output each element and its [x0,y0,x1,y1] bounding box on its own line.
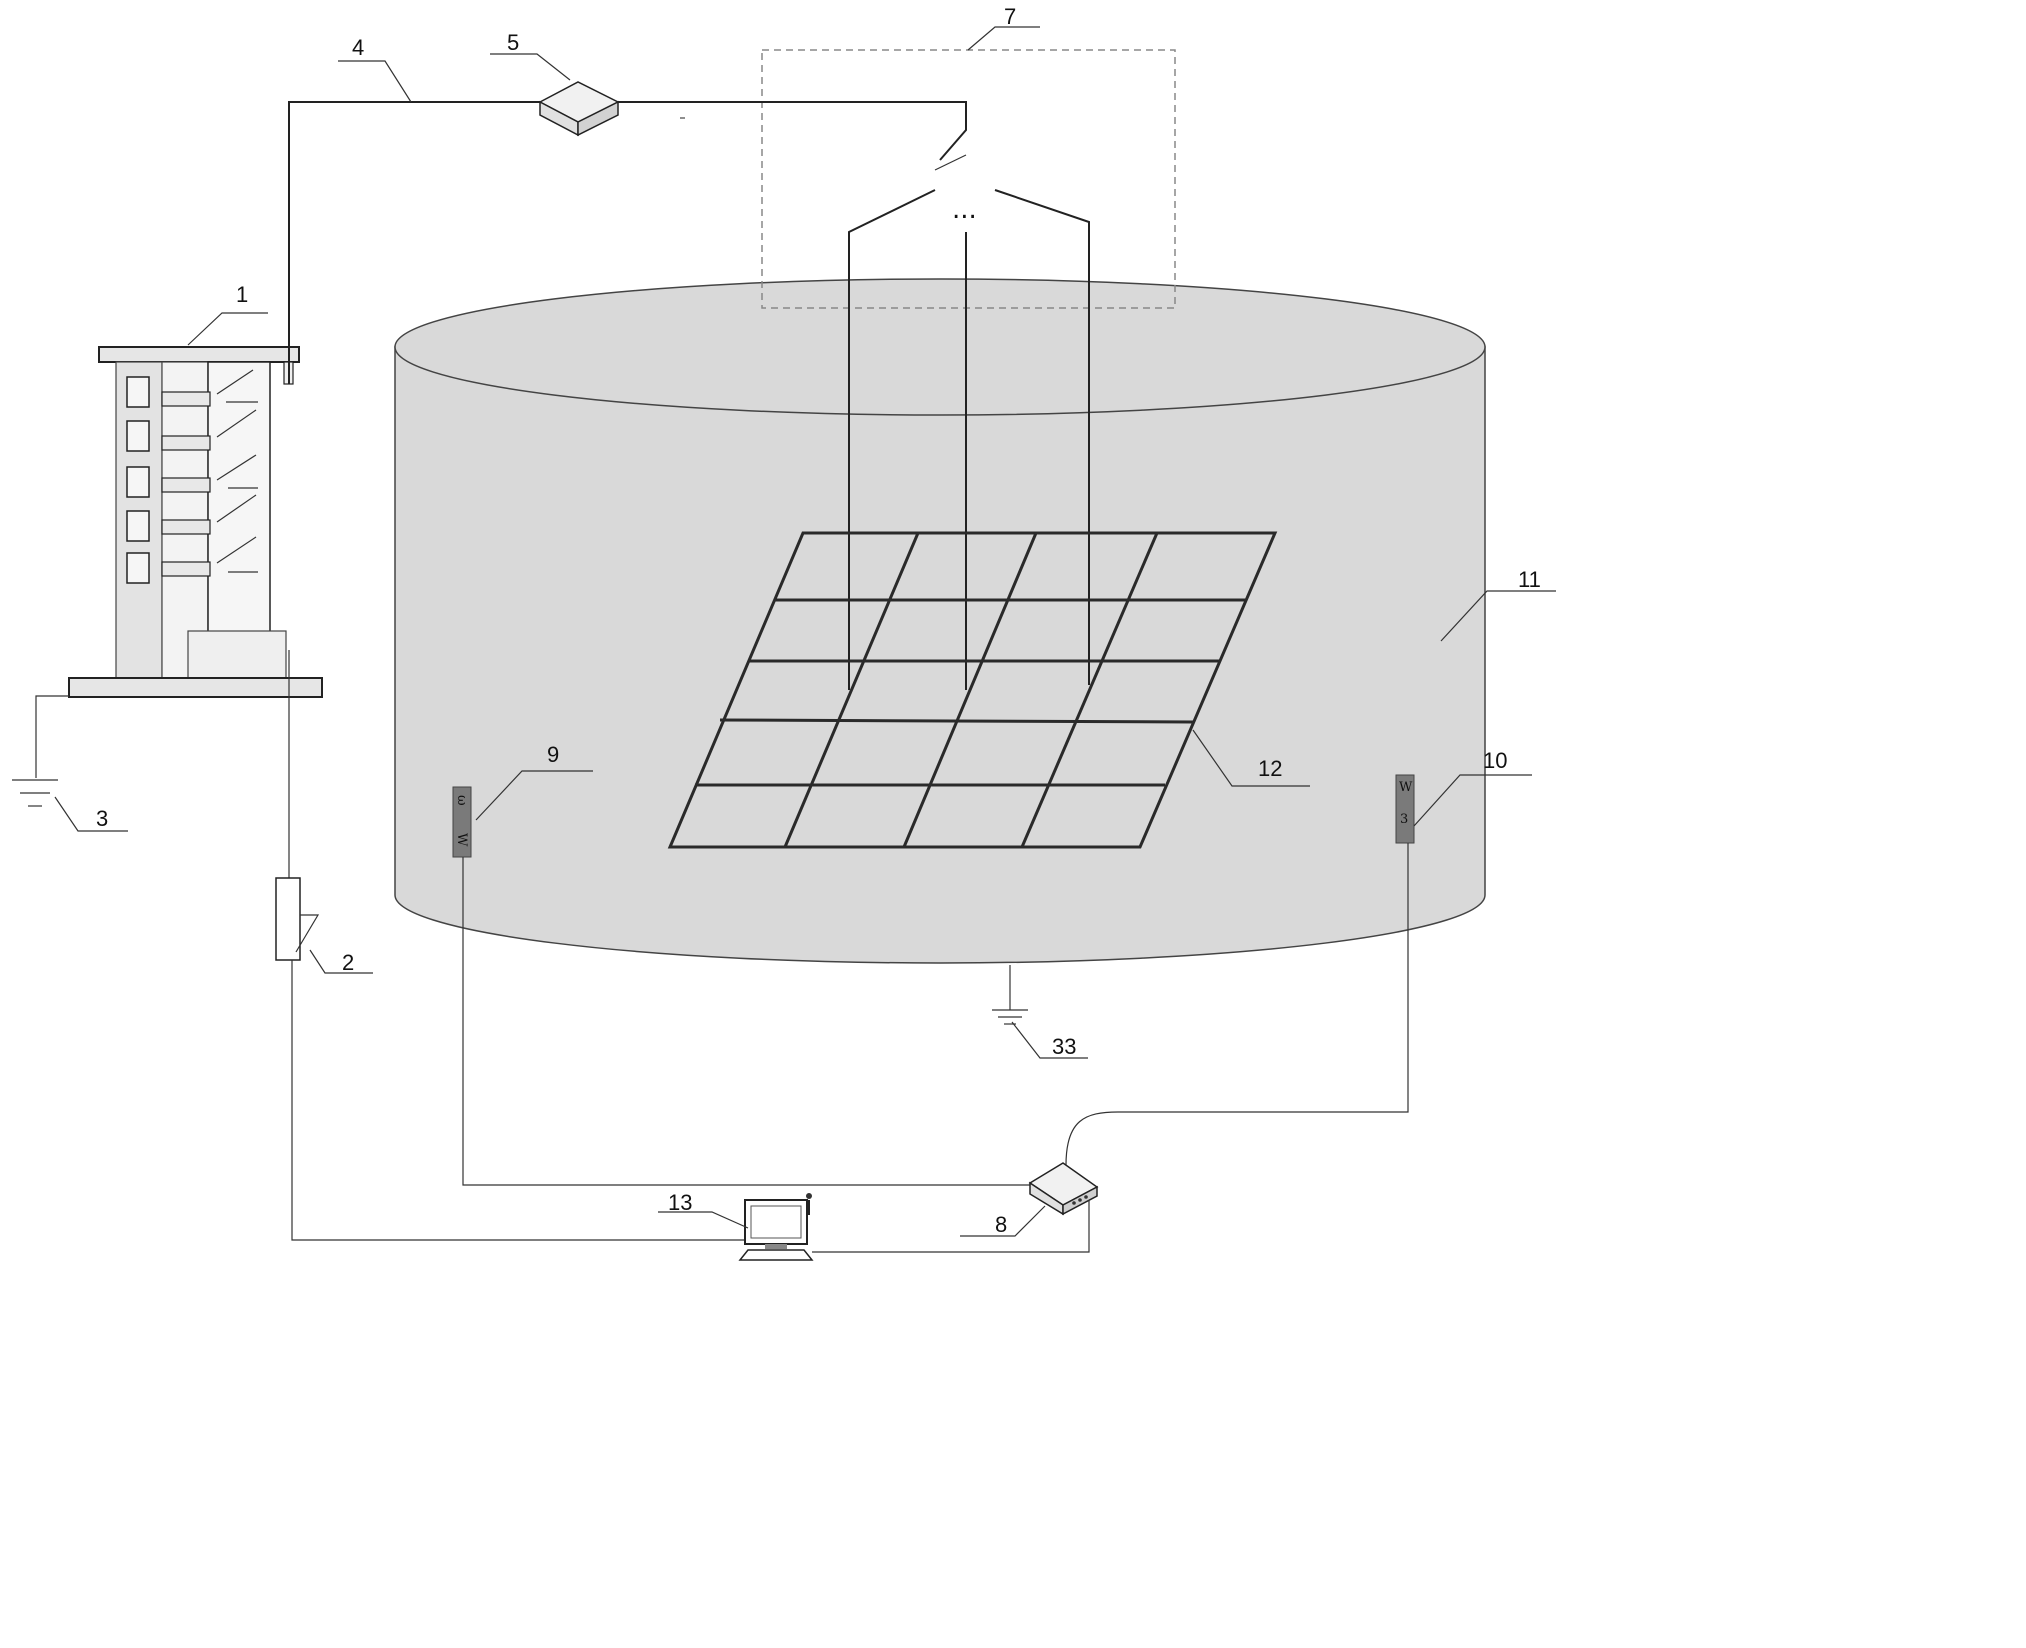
fanout-wires [618,101,1090,690]
ground-left [12,695,69,807]
svg-text:W: W [1399,780,1413,795]
patent-diagram: ... [12,4,1556,1261]
ground-tank [992,965,1028,1025]
dashed-box [761,49,1176,309]
leader-lines [54,26,1556,1237]
sensor-left: ω W [452,786,472,858]
computer [738,1193,814,1261]
cable [288,101,540,384]
svg-text:W: W [454,833,469,847]
label-router-bottom: 8 [995,1212,1007,1237]
router-top [538,81,620,137]
label-ground-tank: 33 [1052,1034,1076,1059]
svg-text:3: 3 [1400,812,1408,827]
label-tank: 11 [1518,567,1541,592]
label-grid: 12 [1258,756,1282,781]
building [68,346,323,698]
electrode-grid [667,531,1278,849]
router-bottom [1028,1162,1099,1216]
label-sensor-left: 9 [547,742,559,767]
switch [275,877,320,961]
tank [394,278,1486,964]
label-sensor-right: 10 [1483,748,1507,773]
wire-switch-computer [291,960,745,1241]
wire-sensor-right [1065,843,1409,1166]
label-ground-left: 3 [96,806,108,831]
label-router-top: 5 [507,30,519,55]
label-box: 7 [1004,4,1016,29]
wire-router-computer [812,1200,1090,1253]
box-ellipsis: ... [952,195,977,225]
label-cable: 4 [352,35,364,60]
label-switch: 2 [342,950,354,975]
svg-text:ω: ω [454,795,469,806]
sensor-right: W 3 [1395,774,1415,844]
wire-sensor-left [462,857,1030,1186]
label-building: 1 [236,282,248,307]
label-computer: 13 [668,1190,692,1215]
